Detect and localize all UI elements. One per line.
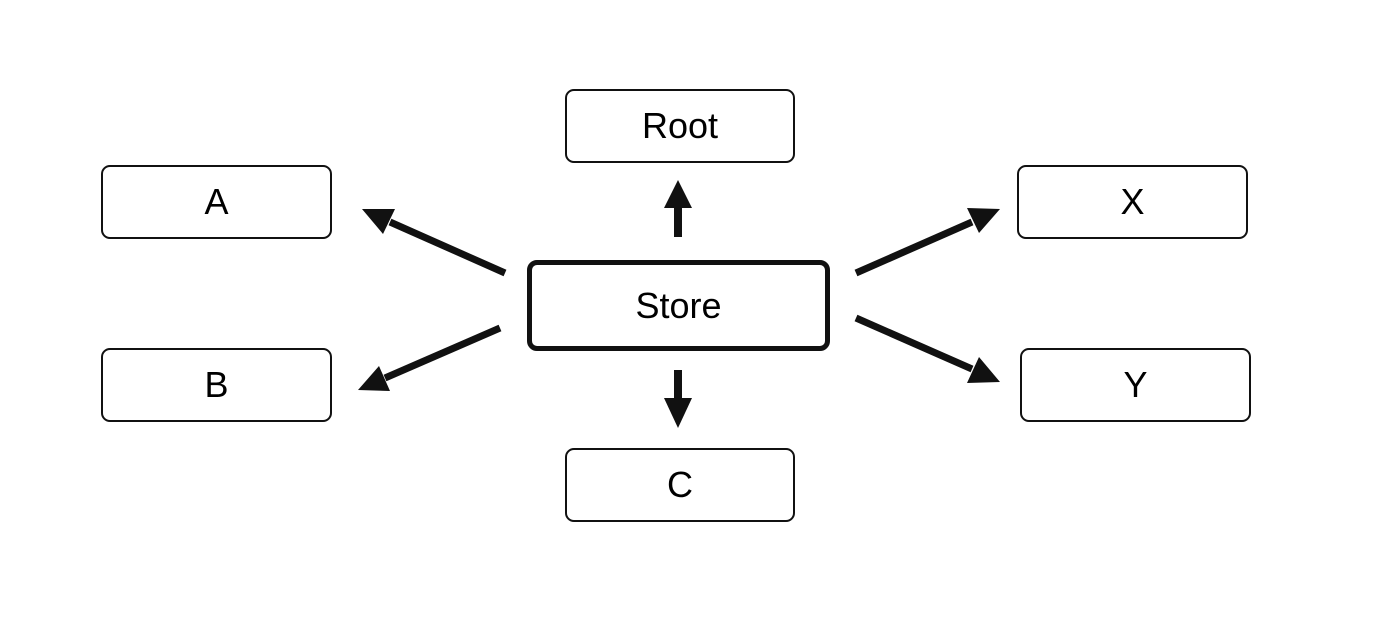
node-b: B <box>101 348 332 422</box>
node-root: Root <box>565 89 795 163</box>
arrow-store-to-c <box>664 370 692 428</box>
arrow-store-to-a <box>362 209 507 277</box>
arrow-store-to-root <box>664 180 692 237</box>
node-a: A <box>101 165 332 239</box>
arrow-store-to-y <box>854 314 1000 383</box>
node-store: Store <box>527 260 830 351</box>
arrow-store-to-x <box>854 208 1000 277</box>
node-x: X <box>1017 165 1248 239</box>
node-c: C <box>565 448 795 522</box>
arrow-store-to-b <box>358 324 502 391</box>
node-y: Y <box>1020 348 1251 422</box>
